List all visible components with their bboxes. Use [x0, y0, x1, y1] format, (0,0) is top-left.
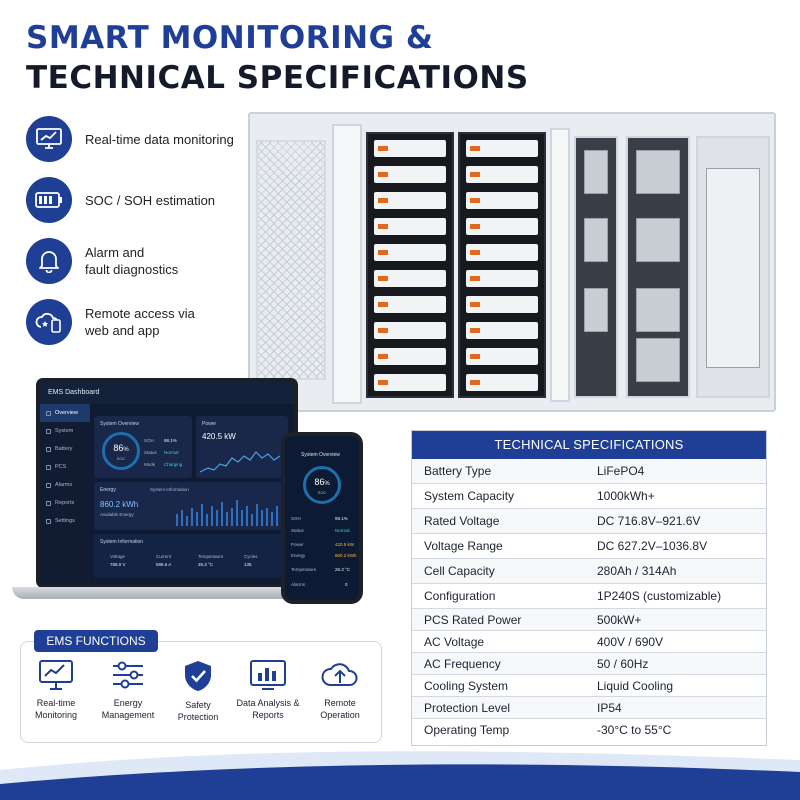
- power-card: Power 420.5 kW: [196, 416, 288, 478]
- bell-icon: [26, 238, 72, 284]
- ems-functions-title: EMS FUNCTIONS: [34, 630, 158, 652]
- ems-function-item: Safety Protection: [162, 659, 234, 723]
- laptop-base: [12, 587, 322, 599]
- pcs-cabinet: [626, 136, 690, 398]
- battery-rack: [458, 132, 546, 398]
- shield-check-icon: [185, 661, 211, 691]
- sidebar-item-battery[interactable]: Battery: [40, 440, 90, 458]
- system-icon: [46, 428, 51, 434]
- system-overview-card: System Overview 86% SOC SOH 98.1% Status…: [94, 416, 192, 478]
- phone-soc-gauge: 86% SOC: [303, 466, 341, 504]
- feature-label: SOC / SOH estimation: [85, 192, 216, 208]
- battery-icon: [46, 446, 51, 452]
- ems-function-item: Real-time Monitoring: [20, 659, 92, 721]
- bell-icon: [46, 482, 51, 488]
- title-line-2: TECHNICAL SPECIFICATIONS: [26, 60, 529, 96]
- feature-label: Remote access via web and app: [85, 306, 195, 338]
- title-line-1: SMART MONITORING &: [26, 20, 434, 56]
- phone-app: System Overview 86% SOC SOH 98.1% Status…: [281, 432, 363, 604]
- feature-label: Real-time data monitoring: [85, 131, 234, 147]
- cloud-upload-icon: [321, 663, 358, 686]
- system-information-card: System Information Voltage 768.0 V Curre…: [94, 534, 288, 578]
- ems-function-item: Remote Operation: [304, 659, 376, 721]
- sidebar-item-overview[interactable]: Overview: [40, 404, 90, 422]
- specs-title: TECHNICAL SPECIFICATIONS: [412, 431, 766, 459]
- pcs-icon: [46, 464, 51, 470]
- ems-function-item: Energy Management: [92, 659, 164, 721]
- container-vent-grille: [256, 140, 326, 380]
- cloud-phone-icon: [26, 299, 72, 345]
- table-row: Operating Temp-30°C to 55°C: [424, 723, 672, 737]
- energy-bars: [176, 500, 278, 526]
- feature-item: Real-time data monitoring: [26, 116, 235, 162]
- power-trend-line: [200, 451, 281, 473]
- decorative-wave: [0, 751, 800, 800]
- ems-functions-panel: [20, 641, 382, 743]
- sliders-icon: [113, 661, 143, 689]
- battery-rack: [366, 132, 454, 398]
- monitor-chart-icon: [26, 116, 72, 162]
- soc-gauge: 86% SOC: [102, 432, 140, 470]
- feature-item: Remote access via web and app: [26, 299, 235, 345]
- sidebar-item-settings[interactable]: Settings: [40, 512, 90, 530]
- monitor-chart-icon: [39, 660, 73, 690]
- dashboard-title: EMS Dashboard: [40, 382, 294, 404]
- sidebar-item-pcs[interactable]: PCS: [40, 458, 90, 476]
- bar-chart-icon: [250, 660, 286, 690]
- feature-item: SOC / SOH estimation: [26, 177, 235, 223]
- control-cabinet: [696, 136, 770, 398]
- feature-label: Alarm and fault diagnostics: [85, 245, 179, 277]
- home-icon: [46, 410, 51, 416]
- report-icon: [46, 500, 51, 506]
- container-door: [332, 124, 362, 404]
- sidebar-item-alarms[interactable]: Alarms: [40, 476, 90, 494]
- sidebar-item-system[interactable]: System: [40, 422, 90, 440]
- energy-card: Energy System Information 860.2 kWh Avai…: [94, 482, 288, 530]
- gear-icon: [46, 518, 51, 524]
- battery-icon: [26, 177, 72, 223]
- container-door: [550, 128, 570, 402]
- feature-item: Alarm and fault diagnostics: [26, 238, 235, 284]
- laptop-ems-dashboard: EMS Dashboard Overview System Battery PC…: [36, 378, 298, 588]
- dashboard-sidebar: Overview System Battery PCS Alarms Repor…: [40, 404, 90, 584]
- ems-function-item: Data Analysis & Reports: [232, 659, 304, 721]
- sidebar-item-reports[interactable]: Reports: [40, 494, 90, 512]
- battery-container-image: [248, 112, 776, 412]
- pcs-cabinet: [574, 136, 618, 398]
